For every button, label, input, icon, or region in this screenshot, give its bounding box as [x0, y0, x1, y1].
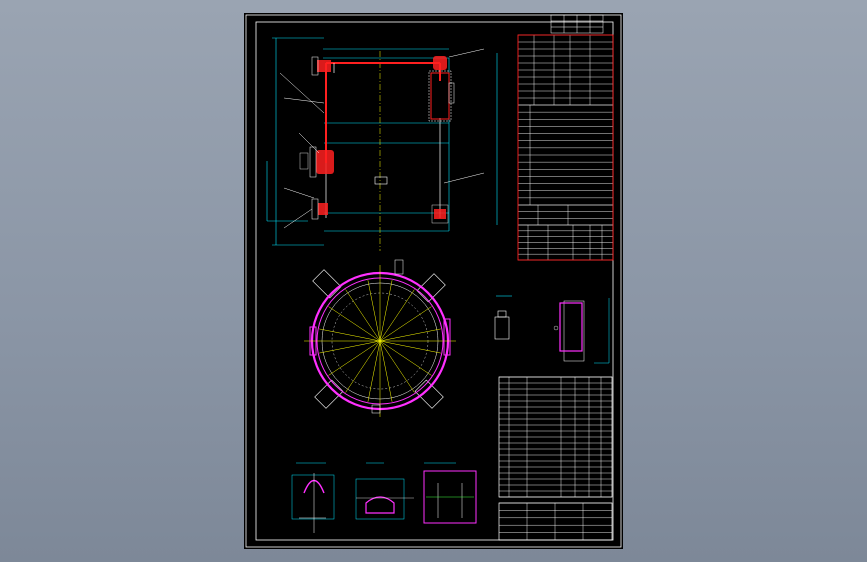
manhole-top-right	[428, 56, 455, 122]
title-block	[498, 502, 613, 541]
design-data-table	[517, 34, 614, 261]
radial-line	[379, 340, 415, 393]
radial-line	[379, 280, 393, 342]
outer-frame	[245, 14, 622, 548]
radial-line	[379, 340, 441, 354]
radial-line	[379, 340, 393, 402]
detail-b	[553, 298, 610, 364]
radial-line	[319, 340, 381, 354]
plan-view	[304, 259, 456, 417]
detail-3	[423, 462, 477, 524]
nozzle-table	[498, 376, 613, 498]
inner-frame	[255, 21, 614, 541]
nozzle-bottom-right	[431, 204, 449, 224]
manhole-side	[299, 146, 334, 178]
leader-lines	[279, 48, 485, 229]
radial-line	[319, 328, 381, 342]
radial-line	[379, 328, 441, 342]
nozzle-top-left	[311, 56, 331, 76]
center-nameplate	[374, 176, 388, 185]
radial-line	[328, 306, 381, 342]
plan-radial-lines	[319, 280, 441, 402]
radial-line	[345, 289, 381, 342]
radial-line	[367, 340, 381, 402]
radial-line	[345, 340, 381, 393]
nozzle-bottom-left	[311, 198, 328, 220]
drawing-sheet	[244, 13, 623, 549]
revision-stamp	[550, 14, 604, 34]
spec-tables	[499, 34, 613, 541]
detail-a	[494, 295, 512, 340]
support-legs	[312, 269, 446, 409]
radial-line	[328, 340, 381, 376]
detail-2	[355, 462, 414, 520]
radial-line	[379, 306, 432, 342]
detail-1	[291, 462, 335, 533]
radial-line	[367, 280, 381, 342]
radial-line	[379, 289, 415, 342]
elevation-view	[266, 37, 498, 251]
radial-line	[379, 340, 432, 376]
tank-shell	[325, 62, 441, 163]
